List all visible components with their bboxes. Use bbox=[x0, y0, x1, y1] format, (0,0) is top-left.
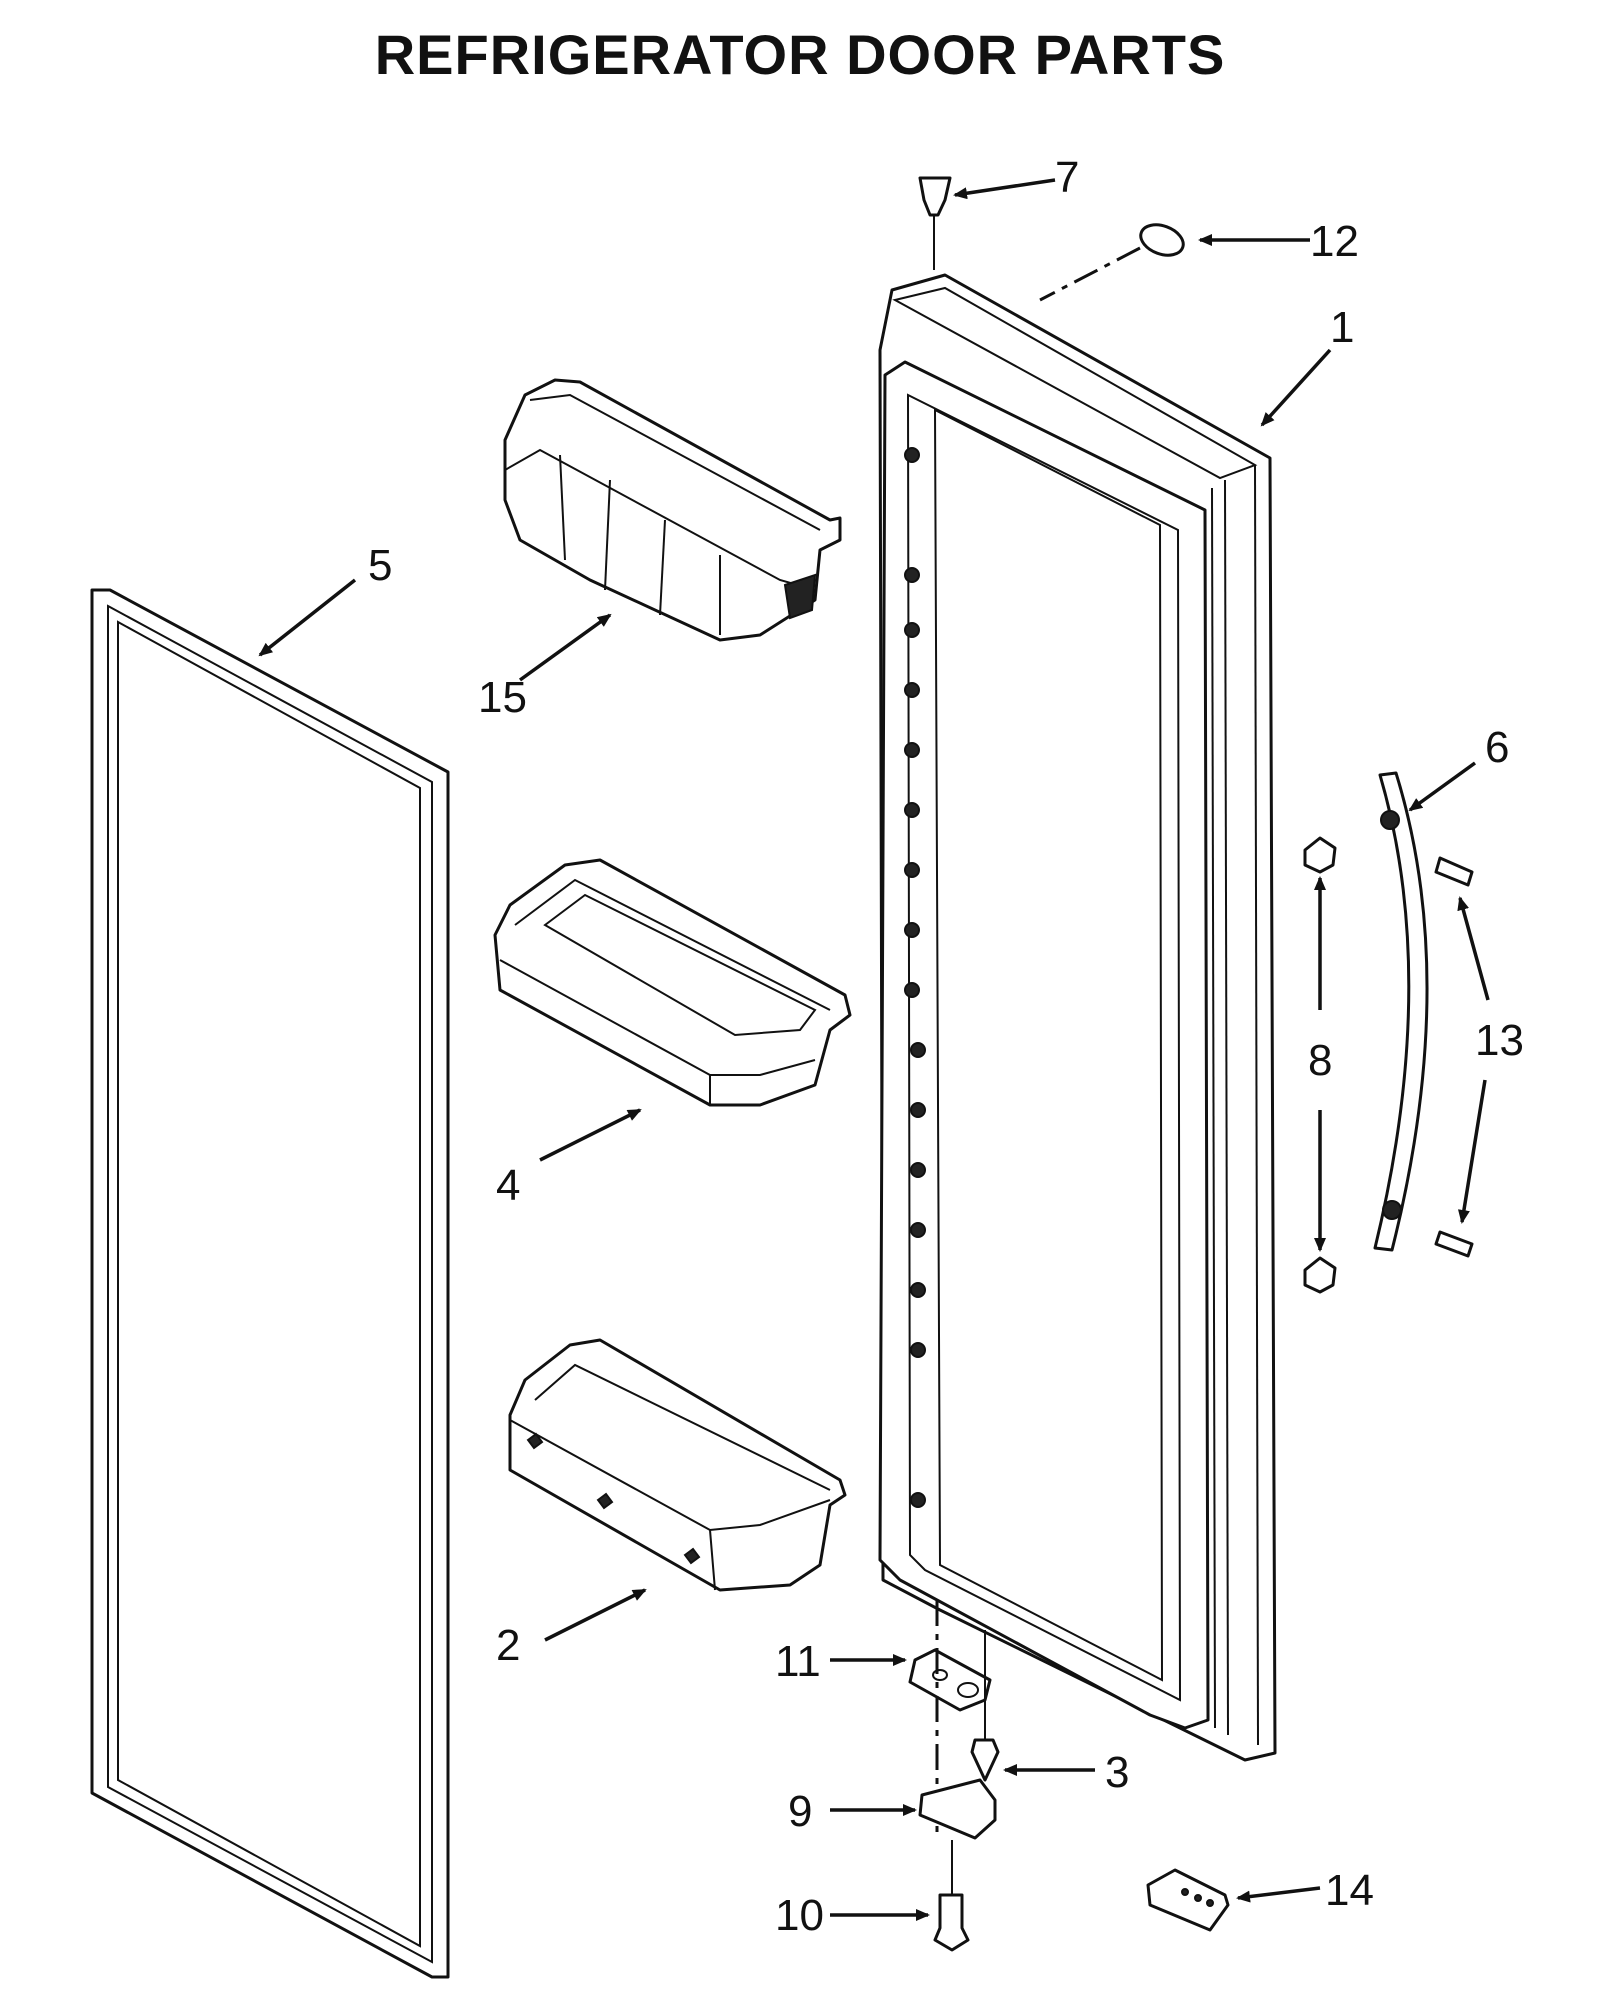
shelf-clip-row bbox=[904, 447, 926, 1508]
bottom-hinge bbox=[918, 1778, 997, 1895]
handle-screws bbox=[1434, 856, 1474, 1258]
callout-15: 15 bbox=[478, 673, 527, 722]
hinge-screw bbox=[970, 1738, 1000, 1782]
door-bin-lower bbox=[508, 1338, 847, 1592]
callout-7: 7 bbox=[1055, 153, 1079, 202]
callout-8: 8 bbox=[1308, 1036, 1332, 1085]
door-bin-middle bbox=[493, 858, 852, 1107]
callout-10: 10 bbox=[775, 1891, 824, 1940]
callout-3: 3 bbox=[1105, 1748, 1129, 1797]
door-bin-cover bbox=[503, 378, 842, 642]
callout-1: 1 bbox=[1330, 303, 1354, 352]
callout-2: 2 bbox=[496, 1621, 520, 1670]
hinge-bolt bbox=[933, 1893, 970, 1952]
handle-standoffs bbox=[1303, 836, 1337, 1294]
diagram-title: REFRIGERATOR DOOR PARTS bbox=[374, 23, 1226, 86]
callout-11: 11 bbox=[775, 1637, 821, 1686]
callout-6: 6 bbox=[1485, 723, 1509, 772]
bushing-ring bbox=[1039, 223, 1185, 302]
callout-14: 14 bbox=[1325, 1866, 1374, 1915]
hinge-cover bbox=[1146, 1868, 1230, 1932]
door-gasket bbox=[90, 588, 450, 1979]
door-handle bbox=[1373, 771, 1429, 1252]
callout-12: 12 bbox=[1310, 217, 1359, 266]
top-hinge-plug bbox=[918, 176, 952, 270]
callout-13: 13 bbox=[1475, 1016, 1524, 1065]
callout-4: 4 bbox=[496, 1161, 520, 1210]
leader-arrows bbox=[258, 178, 1490, 1921]
callout-5: 5 bbox=[368, 541, 392, 590]
callout-9: 9 bbox=[788, 1787, 812, 1836]
refrigerator-door bbox=[878, 273, 1277, 1762]
hinge-shim bbox=[908, 1648, 992, 1712]
